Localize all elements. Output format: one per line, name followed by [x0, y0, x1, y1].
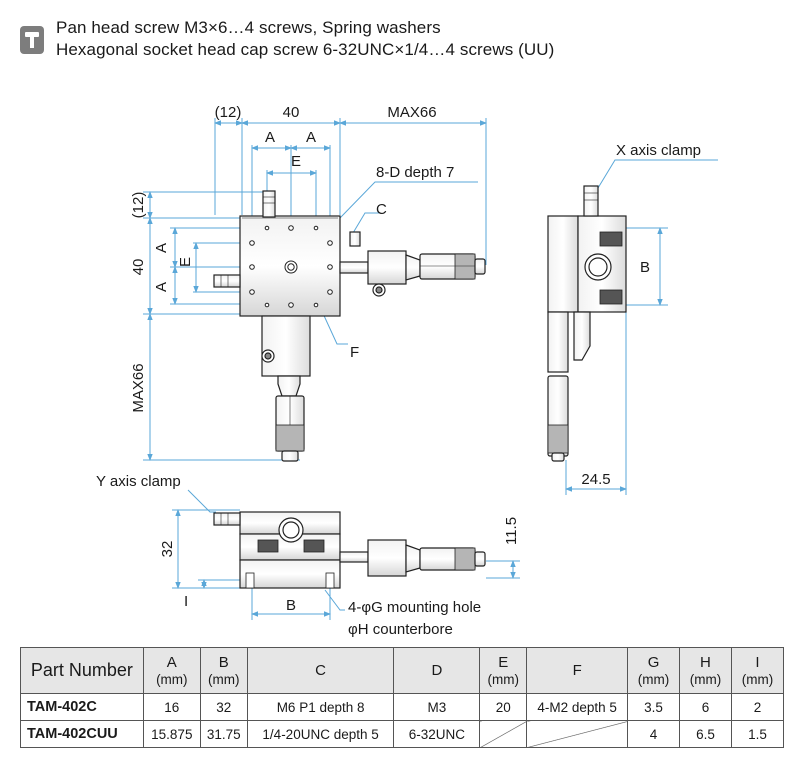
- dim-b-side: B: [640, 259, 650, 276]
- cell-h: 6.5: [679, 720, 732, 748]
- cell-part-number: TAM-402CUU: [20, 720, 144, 748]
- callout-8-d-depth: 8-D depth 7: [376, 164, 454, 181]
- side-view: [547, 159, 718, 495]
- cell-g: 4: [627, 720, 680, 748]
- dim-a-top-2: A: [306, 129, 316, 146]
- spec-table: Part Number A(mm) B(mm) C D E(mm) F G(mm…: [20, 647, 785, 748]
- cell-b: 32: [199, 693, 248, 721]
- dim-a-left-1: A: [153, 243, 170, 253]
- note-screws-standard: Pan head screw M3×6…4 screws, Spring was…: [56, 18, 441, 37]
- cell-f-empty: [526, 720, 629, 748]
- cell-d: 6-32UNC: [393, 720, 481, 748]
- dim-11-5: 11.5: [503, 517, 520, 545]
- col-header-f: F: [526, 647, 629, 694]
- dim-12-top: (12): [215, 104, 242, 121]
- technical-drawing: (12) 40 MAX66 A A E 8-D depth 7 C F (12)…: [96, 104, 718, 638]
- cell-part-number: TAM-402C: [20, 693, 144, 721]
- col-header-d: D: [393, 647, 481, 694]
- top-view: [143, 118, 487, 462]
- dim-a-left-2: A: [153, 282, 170, 292]
- col-header-a: A(mm): [142, 647, 201, 694]
- table-row: TAM-402C 16 32 M6 P1 depth 8 M3 20 4-M2 …: [20, 693, 785, 721]
- cell-e: 20: [479, 693, 528, 721]
- x-axis-clamp-label: X axis clamp: [616, 142, 701, 159]
- cell-i: 2: [730, 693, 785, 721]
- screw-icon: [20, 26, 44, 54]
- dim-max66-left: MAX66: [130, 363, 147, 412]
- cell-h: 6: [679, 693, 732, 721]
- cell-i: 1.5: [730, 720, 785, 748]
- front-view: [172, 489, 520, 620]
- dim-40-top: 40: [283, 104, 300, 121]
- callout-f: F: [350, 344, 359, 361]
- dim-24-5: 24.5: [581, 471, 610, 488]
- y-axis-clamp-label: Y axis clamp: [96, 473, 181, 490]
- cell-f: 4-M2 depth 5: [526, 693, 629, 721]
- table-row: TAM-402CUU 15.875 31.75 1/4-20UNC depth …: [20, 720, 785, 748]
- dim-e-left: E: [177, 257, 194, 267]
- dim-a-top-1: A: [265, 129, 275, 146]
- col-header-g: G(mm): [627, 647, 680, 694]
- col-header-b: B(mm): [199, 647, 248, 694]
- dim-max66-right: MAX66: [387, 104, 436, 121]
- dim-b-front: B: [286, 597, 296, 614]
- col-header-part-number: Part Number: [20, 647, 144, 694]
- table-header-row: Part Number A(mm) B(mm) C D E(mm) F G(mm…: [20, 647, 785, 694]
- col-header-h: H(mm): [679, 647, 732, 694]
- cell-e-empty: [479, 720, 528, 748]
- cell-a: 15.875: [142, 720, 201, 748]
- callout-c: C: [376, 201, 387, 218]
- cell-g: 3.5: [627, 693, 680, 721]
- cell-c: M6 P1 depth 8: [246, 693, 395, 721]
- col-header-i: I(mm): [730, 647, 785, 694]
- counterbore-label: φH counterbore: [348, 621, 453, 638]
- dim-e-top: E: [291, 153, 301, 170]
- dim-i: I: [184, 593, 188, 610]
- header-note: Pan head screw M3×6…4 screws, Spring was…: [20, 14, 780, 66]
- note-screws-uu: Hexagonal socket head cap screw 6-32UNC×…: [56, 40, 555, 59]
- cell-c: 1/4-20UNC depth 5: [246, 720, 395, 748]
- col-header-c: C: [246, 647, 395, 694]
- col-header-e: E(mm): [479, 647, 528, 694]
- cell-b: 31.75: [199, 720, 248, 748]
- dim-12-left: (12): [130, 192, 147, 219]
- dim-32: 32: [159, 541, 176, 558]
- cell-d: M3: [393, 693, 481, 721]
- cell-a: 16: [142, 693, 201, 721]
- dim-40-left: 40: [130, 259, 147, 276]
- mounting-hole-label: 4-φG mounting hole: [348, 599, 481, 616]
